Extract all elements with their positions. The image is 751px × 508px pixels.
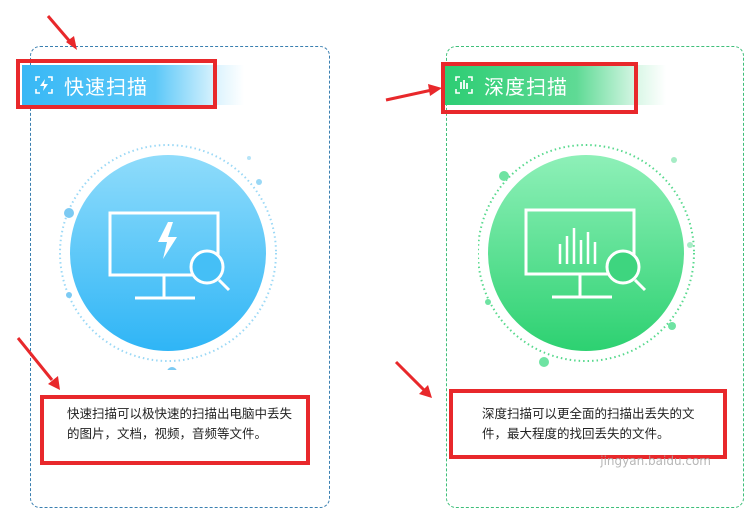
deep-scan-description-highlight — [449, 389, 727, 459]
deep-scan-hero[interactable] — [478, 140, 708, 370]
lightning-scan-icon — [35, 76, 53, 94]
quick-scan-title: 快速扫描 — [64, 74, 148, 99]
quick-scan-hero[interactable] — [55, 140, 285, 370]
deep-scan-illustration — [478, 144, 695, 367]
annotation-arrow-top-left — [46, 15, 77, 50]
deep-scan-title-bar[interactable]: 深度扫描 — [442, 65, 666, 105]
deep-scan-title: 深度扫描 — [484, 74, 568, 99]
watermark: jingyan.baidu.com — [600, 454, 711, 468]
chart-scan-icon — [455, 76, 473, 94]
quick-scan-illustration — [59, 144, 277, 370]
quick-scan-description: 快速扫描可以极快速的扫描出电脑中丢失的图片，文档，视频，音频等文件。 — [67, 406, 293, 441]
quick-scan-title-highlight — [16, 59, 217, 109]
quick-scan-description-highlight — [40, 395, 310, 465]
quick-scan-title-bar[interactable]: 快速扫描 — [22, 65, 244, 105]
monitor-lightning-search-icon — [108, 211, 231, 300]
annotation-arrow-deep-title — [385, 84, 442, 102]
deep-scan-description: 深度扫描可以更全面的扫描出丢失的文件，最大程度的找回丢失的文件。 — [482, 406, 695, 441]
monitor-barchart-search-icon — [524, 208, 647, 299]
deep-scan-title-highlight — [441, 62, 638, 114]
annotation-arrow-deep-desc — [394, 360, 432, 398]
annotation-arrow-quick-desc — [16, 337, 60, 390]
